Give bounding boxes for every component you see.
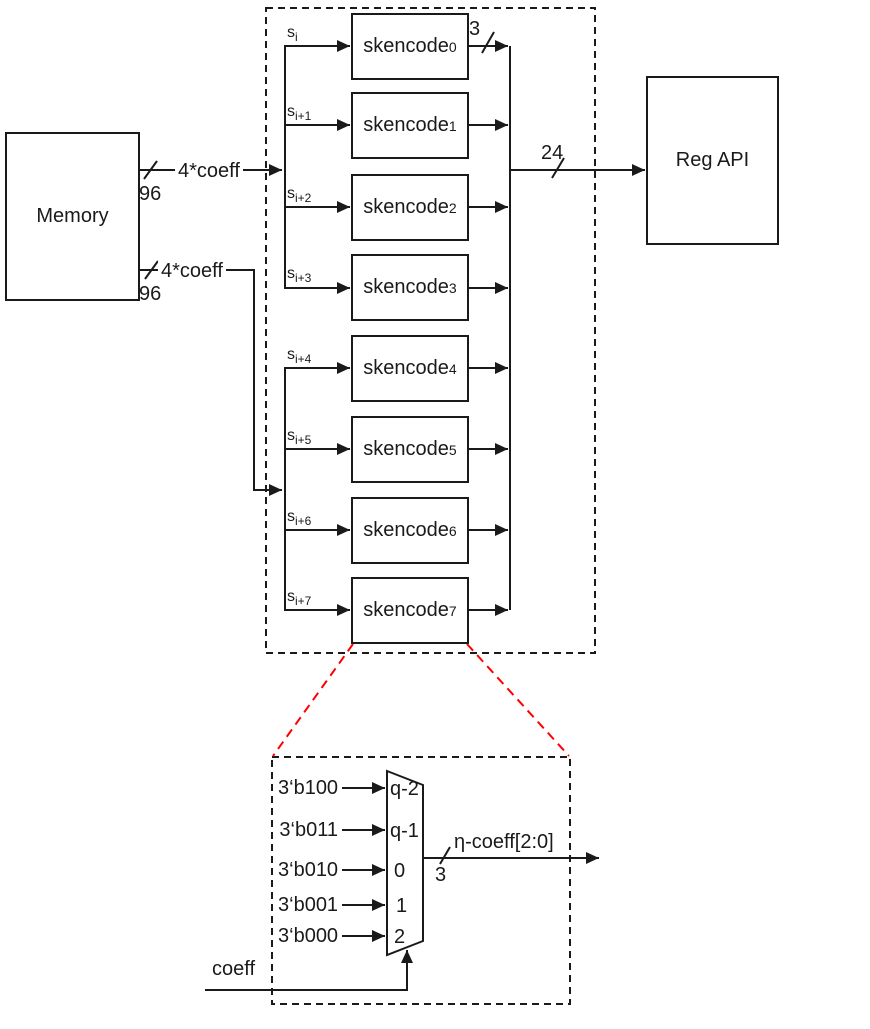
skencode-0-box	[351, 13, 469, 80]
sig6-sub: i+6	[295, 514, 312, 529]
feed1-width-label: 96	[139, 183, 162, 205]
skencode-7-box	[351, 577, 469, 644]
mux-port-label-3: 1	[396, 895, 408, 917]
zoom-link-left	[272, 643, 354, 757]
mux-select-label: coeff	[212, 958, 255, 980]
encoder-row-wires	[284, 31, 508, 616]
mux-port-label-2: 0	[394, 860, 406, 882]
sig3-base: s	[287, 265, 295, 282]
input-signal-label-2: si+2	[287, 185, 312, 206]
sig4-base: s	[287, 346, 295, 363]
skencode-1-box	[351, 92, 469, 159]
reg-api-bus	[510, 157, 645, 179]
bus-verticals	[284, 46, 511, 610]
sig0-base: s	[287, 24, 295, 41]
input-signal-label-0: si	[287, 24, 298, 45]
mux-signal-label-0: 3‘b100	[278, 777, 339, 799]
reg-api-bus-width-label: 24	[541, 142, 564, 164]
skencode-5-box	[351, 416, 469, 483]
sig2-sub: i+2	[295, 191, 312, 206]
input-signal-label-5: si+5	[287, 427, 312, 448]
memory-box	[5, 132, 140, 301]
input-signal-label-4: si+4	[287, 346, 312, 367]
skencode-5-name: skencode	[363, 438, 449, 460]
mux-output-width-label: 3	[435, 864, 447, 886]
feed2-bus-label: 4*coeff	[158, 260, 226, 282]
feed2-width-slash	[144, 260, 159, 280]
skencode-6-name: skencode	[363, 519, 449, 541]
feed1-width-slash	[143, 160, 158, 180]
zoom-link-right	[466, 643, 570, 757]
mux-signal-label-4: 3‘b000	[278, 925, 339, 947]
skencode-7-name: skencode	[363, 599, 449, 621]
sig5-base: s	[287, 427, 295, 444]
input-signal-label-1: si+1	[287, 103, 312, 124]
sig2-base: s	[287, 185, 295, 202]
mux-select-wire	[205, 950, 413, 991]
reg-api-label: Reg API	[675, 149, 750, 171]
mux-detail-dashed-boundary	[271, 756, 571, 1005]
mux-signal-label-3: 3‘b001	[278, 894, 339, 916]
feed1-bus-label: 4*coeff	[175, 160, 243, 182]
mux-port-label-0: q-2	[390, 778, 419, 800]
skencode-3-name: skencode	[363, 276, 449, 298]
input-signal-label-7: si+7	[287, 588, 312, 609]
skencode-1-name: skencode	[363, 114, 449, 136]
mux-shape	[386, 769, 424, 957]
skencode-4-name: skencode	[363, 357, 449, 379]
mux-port-label-4: 2	[394, 926, 406, 948]
mux-signal-label-1: 3‘b011	[279, 819, 338, 841]
skencode-3-box	[351, 254, 469, 321]
mux-signal-label-2: 3‘b010	[278, 859, 339, 881]
sig4-sub: i+4	[295, 352, 312, 367]
mux-output-label: η-coeff[2:0]	[454, 831, 554, 853]
sig0-sub: i	[295, 30, 298, 45]
zoom-link-lines	[272, 643, 570, 757]
input-signal-label-6: si+6	[287, 508, 312, 529]
sig6-base: s	[287, 508, 295, 525]
encoder-output-width-label: 3	[469, 18, 481, 40]
sig5-sub: i+5	[295, 433, 312, 448]
skencode-2-box	[351, 174, 469, 241]
encoder-array-dashed-boundary	[265, 7, 596, 654]
mux-port-label-1: q-1	[390, 820, 419, 842]
encoder-output-width-slash	[481, 31, 495, 54]
sig7-base: s	[287, 588, 295, 605]
blocks	[5, 13, 779, 644]
memory-label: Memory	[36, 205, 109, 227]
reg-api-width-slash	[551, 157, 565, 179]
sig7-sub: i+7	[295, 594, 312, 609]
skencode-2-name: skencode	[363, 196, 449, 218]
sig1-base: s	[287, 103, 295, 120]
reg-api-box	[646, 76, 779, 245]
skencode-6-box	[351, 497, 469, 564]
sig1-sub: i+1	[295, 109, 312, 124]
feed2-width-label: 96	[139, 283, 162, 305]
skencode-0-name: skencode	[363, 35, 449, 57]
sig3-sub: i+3	[295, 271, 312, 286]
memory-feed-wires	[139, 160, 282, 496]
input-signal-label-3: si+3	[287, 265, 312, 286]
skencode-4-box	[351, 335, 469, 402]
mux-detail	[205, 769, 599, 991]
mux-output-width-slash	[439, 846, 451, 865]
